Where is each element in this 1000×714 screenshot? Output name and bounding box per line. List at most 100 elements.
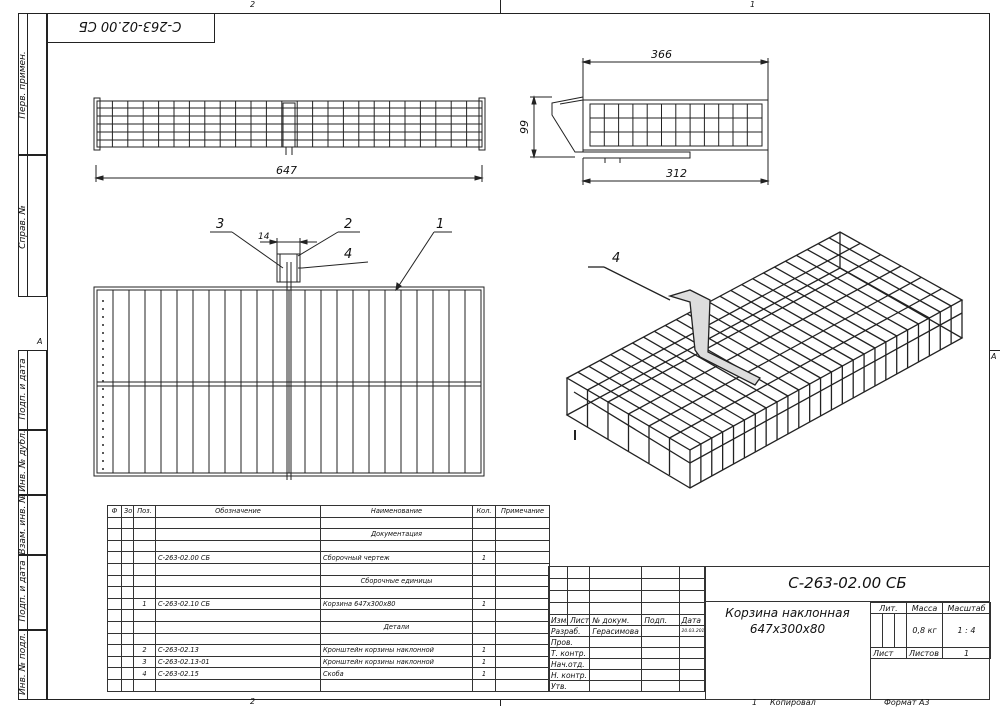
signature-row: Н. контр.: [547, 669, 706, 681]
strip-cell-podl: [18, 630, 47, 700]
spec-cell-designation: С-263-02.13-01: [155, 655, 321, 669]
dim-top-width: 647: [276, 164, 297, 177]
zone-label-top-right: 1: [750, 0, 756, 9]
spec-header-qty: Кол.: [472, 505, 496, 518]
spec-cell-pos: 2: [133, 644, 156, 657]
spec-header-designation: Обозначение: [155, 505, 321, 518]
zone-divider-bottom: [500, 700, 501, 706]
signature-grid: Изм. Лист № докум. Подп. Дата Разраб. Ге…: [547, 566, 706, 692]
tb-tkontr: Т. контр.: [547, 647, 591, 659]
tb-doc-no: № докум.: [589, 614, 643, 626]
spec-cell-designation: С-263-02.15: [155, 667, 321, 680]
signature-row: Утв.: [547, 680, 706, 692]
dim-bracket-gap: 14: [258, 232, 270, 242]
zone-divider-top: [500, 0, 501, 13]
spec-section-docs: Документация: [320, 528, 473, 541]
spec-cell-name: Сборочный чертеж: [320, 551, 473, 564]
tb-scale-value: 1 : 4: [942, 613, 992, 648]
strip-cell-podp2: [18, 555, 47, 630]
drawing-frame: [47, 13, 990, 700]
dim-side-height: 99: [518, 120, 531, 134]
table-row: Документация: [107, 528, 550, 541]
tb-razrab-date: 20.03.2017: [678, 625, 706, 637]
footer-one: 1: [752, 698, 758, 707]
strip-inner-line: [18, 350, 28, 700]
callout-4: 4: [344, 247, 352, 262]
tb-list: Лист: [567, 614, 591, 626]
dim-side-bottom: 312: [666, 167, 687, 180]
spec-cell-designation: С-263-02.00 СБ: [155, 551, 321, 564]
tb-lit: Лит.: [869, 602, 908, 614]
tb-code-cell: [705, 566, 990, 602]
callout-2: 2: [344, 217, 352, 232]
isometric-view: [565, 231, 964, 489]
zone-label-bottom-left: 2: [250, 697, 256, 706]
spec-cell-name: Кронштейн корзины наклонной: [320, 644, 473, 657]
strip-cell-podp1: [18, 350, 47, 430]
zone-label-left-a: A: [37, 337, 43, 346]
tb-mass: Масса: [906, 602, 944, 614]
spec-cell-name: Кронштейн корзины наклонной: [320, 655, 473, 669]
callout-3: 3: [216, 217, 224, 232]
table-row: Детали: [107, 620, 550, 634]
strip-inner-line-top: [18, 13, 28, 297]
tb-nach-otd: Нач.отд.: [547, 658, 591, 670]
spec-section-parts: Детали: [320, 620, 473, 634]
table-row: Сборочные единицы: [107, 574, 550, 588]
top-view: [93, 97, 486, 182]
tb-sheet: Лист: [869, 647, 908, 659]
strip-cell-vzam: [18, 495, 47, 555]
footer-format: Формат А3: [884, 698, 930, 707]
tb-name-line2: 647х300х80: [749, 622, 826, 636]
callout-4-iso: 4: [612, 251, 620, 266]
zone-divider-right: [990, 350, 1000, 351]
tb-razrab: Разраб.: [547, 625, 591, 637]
strip-cell-sprav: [18, 155, 47, 297]
side-view: [530, 58, 770, 185]
spec-cell-name: Корзина 647х300х80: [320, 597, 473, 611]
tb-razrab-name: Герасимова: [589, 625, 643, 637]
tb-scale: Масштаб: [942, 602, 992, 614]
signature-row: Пров.: [547, 636, 706, 648]
spec-cell-pos: 3: [133, 655, 156, 669]
spec-header-format: Ф: [107, 505, 122, 518]
mirrored-stamp-box: [47, 13, 215, 43]
spec-cell-pos: 4: [133, 667, 156, 680]
tb-name-line1: Корзина наклонная: [725, 606, 850, 620]
tb-sheets-value: 1: [942, 647, 992, 659]
footer-copied: Копировал: [770, 698, 816, 707]
zone-label-top-left: 2: [250, 0, 256, 9]
spec-cell-qty: 1: [472, 597, 496, 611]
spec-header-name: Наименование: [320, 505, 473, 518]
tb-code: С-263-02.00 СБ: [788, 574, 907, 592]
tb-podp: Подп.: [641, 614, 680, 626]
callout-1: 1: [436, 217, 444, 232]
spec-cell-name: Скоба: [320, 667, 473, 680]
spec-header-zone: Зо: [121, 505, 134, 518]
spec-cell-pos: 1: [133, 597, 156, 611]
spec-cell-designation: С-263-02.10 СБ: [155, 597, 321, 611]
dim-side-top: 366: [651, 48, 672, 61]
spec-header-pos: Поз.: [133, 505, 156, 518]
tb-izm: Изм.: [547, 614, 569, 626]
tb-mass-value: 0,8 кг: [906, 613, 944, 648]
spec-cell-qty: 1: [472, 644, 496, 657]
signature-row: Разраб. Герасимова 20.03.2017: [547, 625, 706, 637]
tb-nkontr: Н. контр.: [547, 669, 591, 681]
spec-header-note: Примечание: [495, 505, 550, 518]
spec-header-row: Ф Зо Поз. Обозначение Наименование Кол. …: [107, 505, 550, 518]
spec-cell-qty: 1: [472, 655, 496, 669]
spec-cell-designation: С-263-02.13: [155, 644, 321, 657]
front-view: [93, 231, 485, 480]
signature-row: Т. контр.: [547, 647, 706, 659]
zone-label-right-a: A: [991, 352, 997, 361]
spec-cell-qty: 1: [472, 667, 496, 680]
specification-table: Ф Зо Поз. Обозначение Наименование Кол. …: [107, 505, 550, 692]
strip-cell-perv: [18, 13, 47, 155]
spec-cell-qty: 1: [472, 551, 496, 564]
